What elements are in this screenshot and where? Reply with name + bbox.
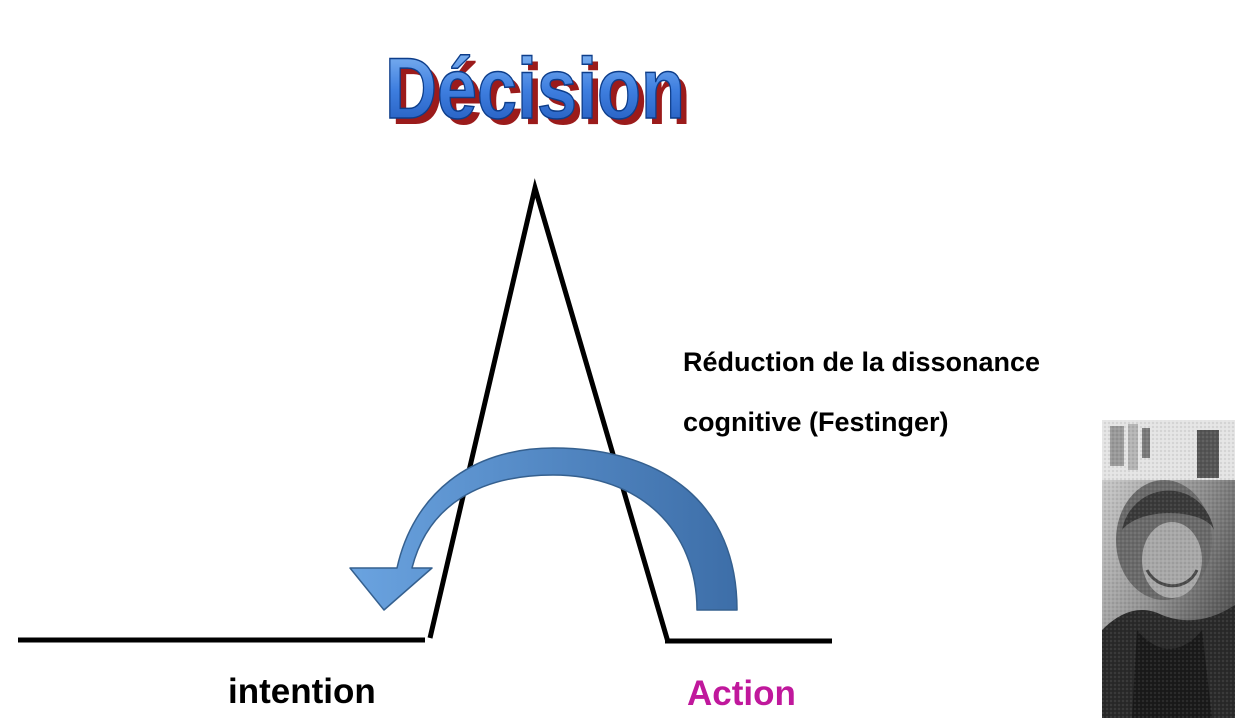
page-title: Décision bbox=[385, 41, 685, 137]
reduction-line-1: Réduction de la dissonance bbox=[683, 347, 1041, 377]
reduction-label: Réduction de la dissonance cognitive (Fe… bbox=[683, 332, 1235, 452]
festinger-photo bbox=[1102, 420, 1235, 718]
page-title-shadow: Décision bbox=[391, 47, 691, 143]
decision-peak bbox=[427, 178, 671, 643]
title-wordart: Décision Décision bbox=[384, 40, 691, 143]
portrait-image bbox=[1102, 420, 1235, 718]
curved-arrow-icon bbox=[349, 447, 738, 611]
action-label: Action bbox=[687, 674, 796, 713]
intention-label: intention bbox=[228, 672, 376, 711]
reduction-line-2: cognitive (Festinger) bbox=[683, 407, 949, 437]
